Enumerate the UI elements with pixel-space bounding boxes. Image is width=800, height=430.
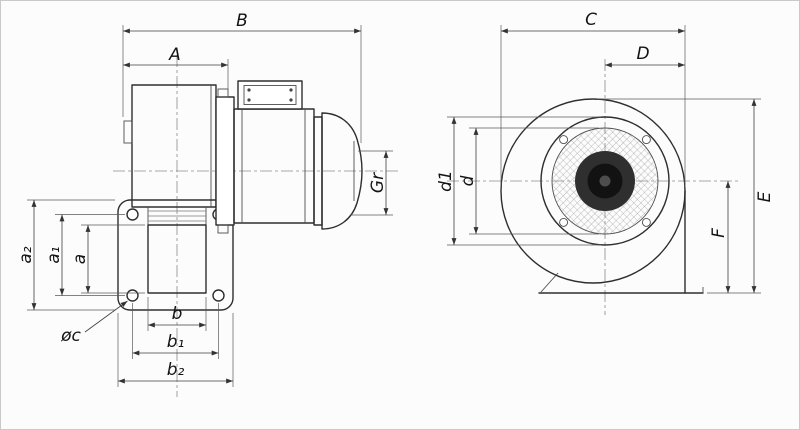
inlet-ring-inner	[551, 127, 659, 235]
scroll-housing-side	[131, 84, 217, 208]
side-view	[117, 80, 363, 311]
dim-label-C: C	[585, 10, 597, 30]
dim-label-F: F	[709, 228, 729, 238]
inlet-screw	[641, 217, 651, 227]
motor-bracket	[215, 96, 235, 226]
front-view-dimensions: C D d1 d E F	[436, 10, 775, 294]
lid-screw	[247, 98, 251, 102]
dim-label-E: E	[755, 191, 775, 202]
dim-label-B: B	[236, 11, 248, 31]
outlet-opening	[147, 224, 207, 294]
inlet-ring-outer	[540, 116, 670, 246]
dim-label-a1: a₁	[44, 246, 64, 263]
inlet-screw	[641, 135, 651, 145]
leader-line-oc	[84, 300, 128, 333]
dim-label-A: A	[168, 45, 181, 65]
dim-label-b2: b₂	[167, 360, 185, 380]
terminal-box-lid	[243, 85, 297, 105]
shaft-center	[599, 175, 611, 187]
dim-label-Gr: Gr	[368, 172, 388, 193]
flange-hole	[126, 208, 139, 221]
dim-label-b1: b₁	[167, 332, 185, 352]
flange-hole	[126, 289, 139, 302]
inlet-screw	[559, 135, 569, 145]
dim-label-oc: øc	[60, 326, 81, 346]
lid-screw	[247, 88, 251, 92]
motor-body	[233, 108, 315, 224]
flange-hole	[212, 289, 225, 302]
dim-label-b: b	[172, 304, 183, 324]
lid-screw	[289, 88, 293, 92]
outlet-flange	[117, 199, 234, 311]
lid-screw	[289, 98, 293, 102]
inlet-lip-tab	[123, 120, 133, 144]
housing-foot-line	[540, 272, 559, 293]
fan-cowl	[321, 112, 363, 230]
dim-label-a2: a₂	[16, 246, 36, 263]
front-view	[500, 98, 704, 294]
inlet-screw	[559, 217, 569, 227]
bracket-bolt-bottom	[217, 224, 229, 234]
dim-label-d: d	[458, 175, 478, 186]
dim-label-a: a	[70, 254, 90, 264]
dim-label-d1: d1	[436, 170, 456, 192]
side-view-dimensions: B A Gr a₂ a₁ a øc b b₁ b₂	[16, 11, 393, 387]
dim-label-D: D	[636, 44, 649, 64]
bracket-bolt-top	[217, 88, 229, 98]
